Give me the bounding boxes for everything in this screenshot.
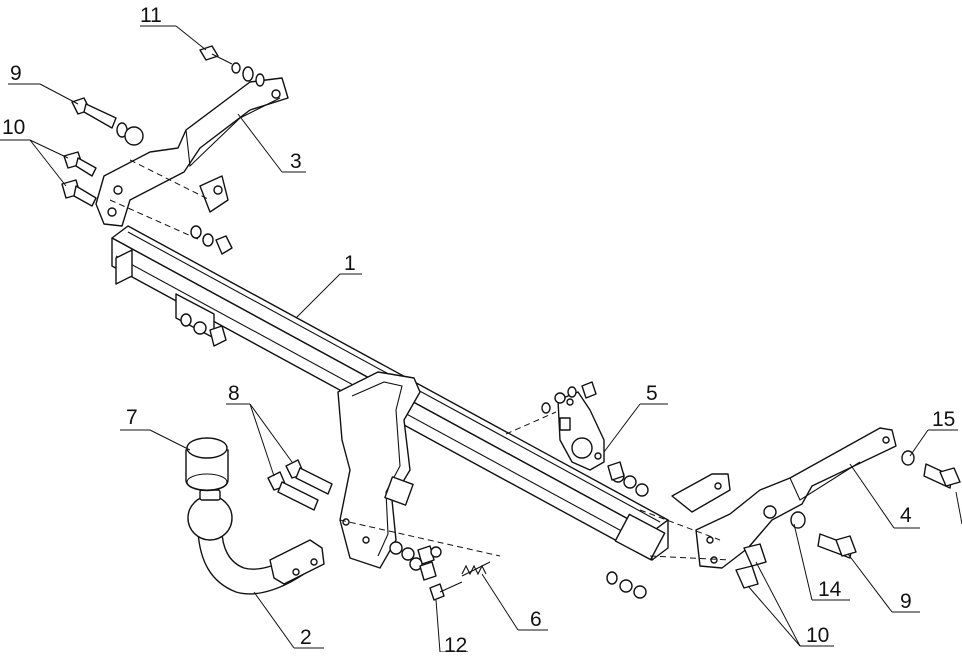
leader-lines [0, 25, 962, 653]
bolts-part-8 [267, 459, 333, 511]
bolt-part-12 [429, 581, 463, 601]
callout-2: 2 [300, 626, 312, 649]
callout-14: 14 [818, 578, 842, 601]
callout-15: 15 [932, 408, 955, 431]
callout-7: 7 [126, 406, 138, 429]
bolts-part-10-left [61, 151, 97, 207]
callout-10-left: 10 [2, 116, 25, 139]
crossbar-side-plate [337, 371, 421, 569]
callout-1: 1 [344, 252, 356, 275]
fasteners-center [339, 519, 501, 581]
callout-8: 8 [228, 382, 240, 405]
callout-4: 4 [900, 504, 912, 527]
callout-9-right: 9 [900, 590, 912, 613]
tow-ball-arm-part-2 [187, 489, 325, 595]
fasteners-socket [541, 381, 649, 497]
callout-3: 3 [290, 150, 302, 173]
callout-9-left: 9 [10, 62, 22, 85]
callout-12: 12 [444, 634, 467, 652]
bolt-part-9-left [71, 97, 144, 146]
side-bracket-part-3 [95, 77, 289, 241]
washers-left [180, 225, 233, 347]
callout-labels: 11 9 10 3 1 7 8 5 15 4 14 9 6 10 2 12 [2, 4, 955, 657]
side-bracket-part-4 [639, 427, 897, 569]
spring-part-6 [461, 561, 491, 577]
fasteners-right [606, 450, 961, 599]
callout-5: 5 [646, 382, 658, 405]
bolt-part-11 [199, 45, 265, 87]
socket-plate-part-5 [505, 391, 605, 471]
callout-6: 6 [530, 608, 542, 631]
callout-11: 11 [140, 4, 162, 27]
ball-cap-part-7 [185, 437, 229, 492]
callout-10-right: 10 [806, 624, 829, 647]
